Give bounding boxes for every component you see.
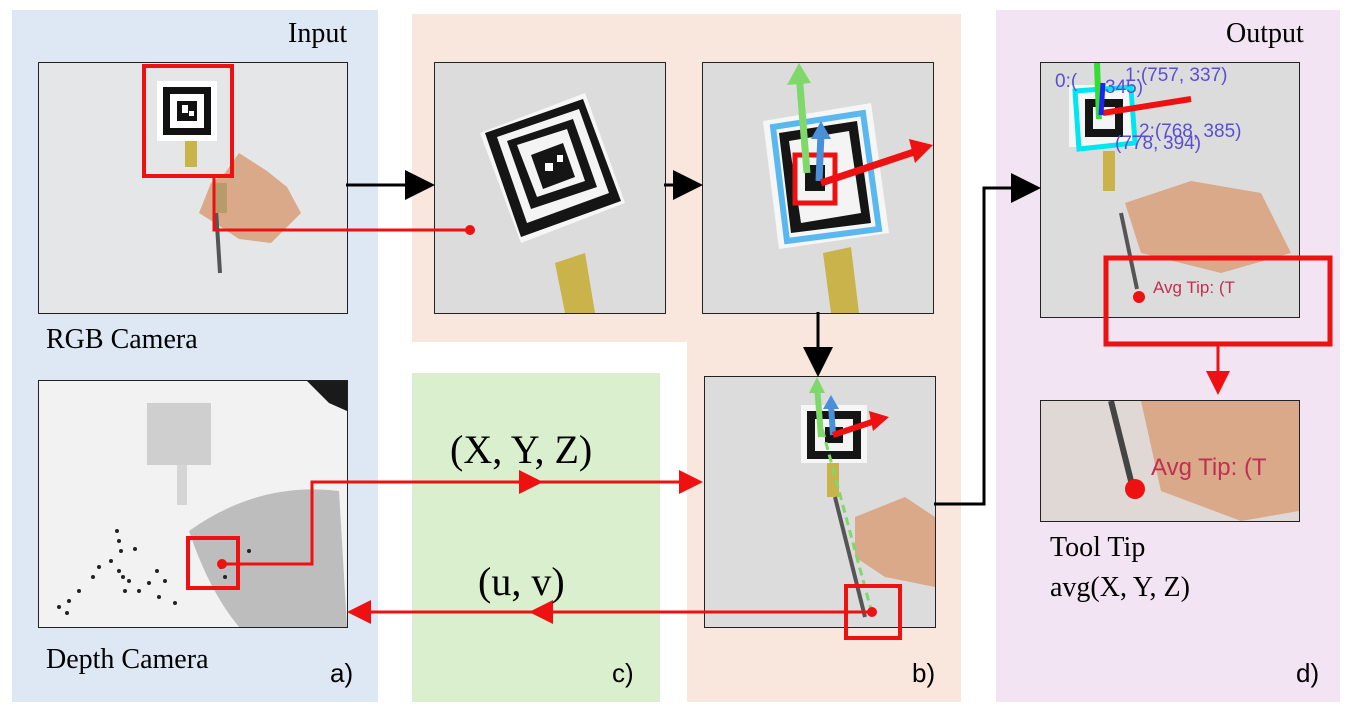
tip-scene: [801, 377, 935, 618]
screwdriver-icon: [185, 141, 197, 167]
tool-tip-scene: Avg Tip: (T: [1108, 401, 1299, 521]
output-title: Output: [1226, 18, 1304, 49]
uv-label: (u, v): [478, 559, 565, 604]
axis-arrow-icon: [1094, 63, 1102, 120]
tag-a: a): [330, 658, 354, 688]
depth-scene: [57, 381, 347, 627]
arrow-tip-to-output: [934, 173, 1041, 506]
overlay-text-4: 394): [1163, 133, 1201, 154]
cropped-marker-image: [434, 62, 666, 314]
pose-scene: [763, 63, 933, 313]
screwdriver-icon: [827, 463, 839, 497]
output-scene: 1:(757, 337) 0:( 345) 2:(768, 385) (778,…: [1055, 63, 1291, 303]
overlay-text-3: 345): [1105, 77, 1143, 98]
overlay-text-5: 0:(: [1055, 71, 1078, 92]
rgb-camera-label: RGB Camera: [46, 324, 198, 355]
avg-xyz-label: avg(X, Y, Z): [1050, 572, 1190, 603]
marker-roi-box: [142, 64, 234, 178]
overlay-text-2: 2:(768, 385): [1139, 121, 1241, 142]
tool-tip-label: Tool Tip: [1050, 532, 1146, 563]
depth-camera-image: [38, 380, 348, 628]
hand-icon: [1125, 181, 1291, 273]
hand-icon: [855, 497, 935, 587]
arrow-depth-to-xyz: [222, 470, 543, 566]
hand-icon: [1141, 401, 1299, 521]
output-overlay-image: 1:(757, 337) 0:( 345) 2:(768, 385) (778,…: [1040, 62, 1300, 318]
overlay-text-1: 1:(757, 337): [1125, 65, 1227, 86]
arrow-roi-to-crop: [212, 176, 470, 232]
tool-tip-zoom-image: Avg Tip: (T: [1040, 400, 1300, 522]
pose-estimate-image: [702, 62, 934, 314]
overlay-text-6: (778,: [1115, 133, 1158, 154]
rgb-camera-image: [38, 62, 348, 314]
xyz-label: (X, Y, Z): [450, 427, 593, 472]
screwdriver-icon: [1103, 151, 1115, 191]
depth-camera-label: Depth Camera: [46, 644, 209, 675]
tag-b: b): [912, 658, 936, 688]
axis-arrow-icon: [814, 384, 824, 438]
tip-overlay-zoom-text: Avg Tip: (T: [1151, 454, 1267, 481]
input-title: Input: [288, 18, 348, 49]
projection-panel: [412, 373, 660, 702]
screwdriver-icon: [555, 253, 595, 313]
output-tip-box: [1103, 255, 1333, 347]
tag-c: c): [612, 658, 634, 688]
screwdriver-icon: [1108, 401, 1134, 482]
cropped-scene: [480, 93, 625, 313]
tag-d: d): [1296, 658, 1320, 688]
screwdriver-icon: [823, 247, 859, 313]
axis-arrow-icon: [795, 72, 811, 174]
tip-projection-image: [704, 376, 936, 628]
tip-overlay-text: Avg Tip: (T: [1153, 278, 1235, 297]
